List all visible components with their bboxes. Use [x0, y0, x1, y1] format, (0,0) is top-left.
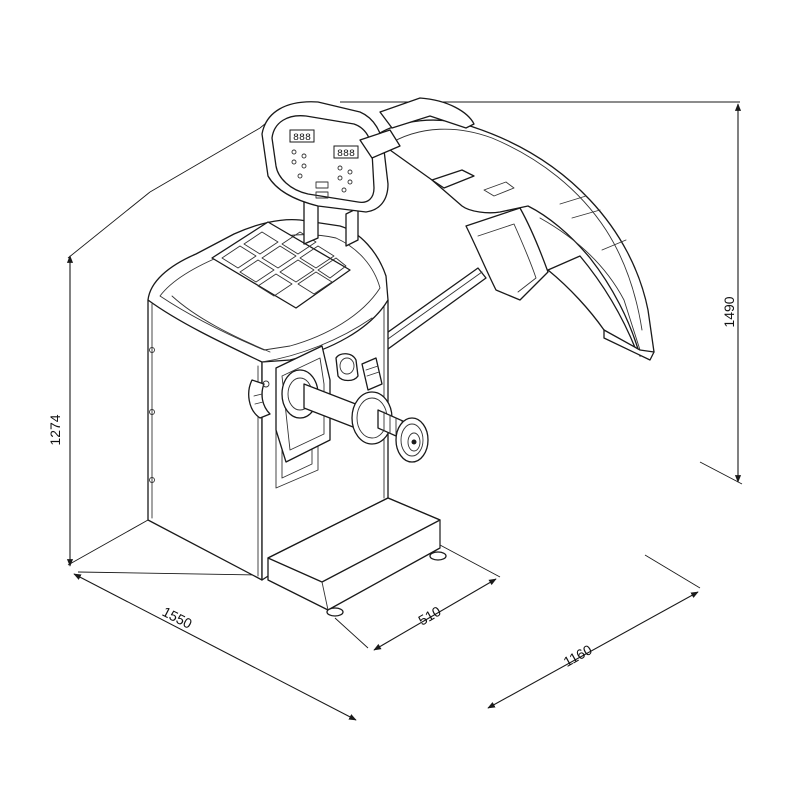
dimension-depth-1160: 1160: [487, 591, 699, 709]
left-digit-readout: 888: [293, 133, 311, 144]
dimension-overall-height-1490: 1490: [721, 103, 742, 483]
gauge-arm: [335, 353, 383, 391]
dimension-height-1274: 1274: [47, 255, 74, 567]
dimension-label-depth: 1160: [561, 641, 595, 670]
dimension-label-overall-height: 1490: [721, 296, 737, 327]
spindle-assembly: [275, 345, 429, 463]
tray-compartments: [221, 231, 347, 297]
display-console: 888 888: [261, 97, 475, 247]
right-digit-display: [333, 145, 359, 159]
dimension-label-base: 510: [415, 603, 443, 629]
left-digit-display: [289, 129, 315, 143]
dimension-label-height: 1274: [47, 414, 63, 445]
wheel-guard: [359, 119, 655, 363]
right-digit-readout: 888: [337, 149, 355, 160]
console-buttons: [291, 149, 353, 199]
tool-holder: [248, 379, 271, 419]
dimension-base-510: 510: [373, 578, 497, 651]
base-plate: [267, 497, 447, 617]
top-tray: [147, 218, 389, 363]
